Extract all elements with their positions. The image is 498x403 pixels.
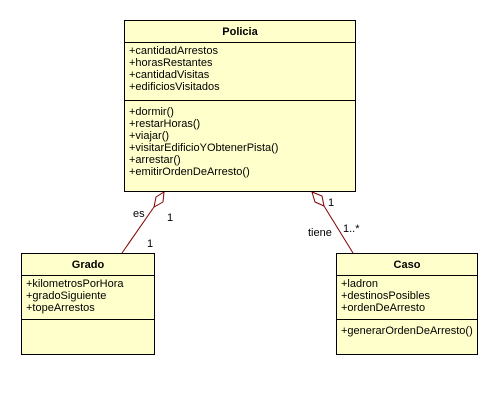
association-name-es: es bbox=[133, 208, 145, 220]
operation: +restarHoras() bbox=[129, 118, 201, 130]
attribute: +cantidadVisitas bbox=[129, 69, 210, 81]
attributes-grado: +kilometrosPorHora +gradoSiguiente +tope… bbox=[22, 276, 154, 320]
attribute: +ladron bbox=[341, 278, 379, 290]
multiplicity-policia-tiene: 1 bbox=[328, 197, 335, 209]
class-name-grado: Grado bbox=[22, 254, 154, 276]
class-name-caso: Caso bbox=[337, 254, 477, 276]
attribute: +kilometrosPorHora bbox=[26, 278, 124, 290]
class-caso[interactable]: Caso +ladron +destinosPosibles +ordenDeA… bbox=[336, 253, 478, 355]
operation: +emitirOrdenDeArresto() bbox=[129, 166, 250, 178]
class-name-policia: Policia bbox=[125, 21, 355, 43]
class-policia[interactable]: Policia +cantidadArrestos +horasRestante… bbox=[124, 20, 356, 192]
operations-policia: +dormir() +restarHoras() +viajar() +visi… bbox=[125, 101, 355, 191]
attribute: +ordenDeArresto bbox=[341, 302, 426, 314]
aggregation-diamond-es bbox=[153, 191, 165, 208]
association-name-tiene: tiene bbox=[308, 227, 332, 239]
attributes-policia: +cantidadArrestos +horasRestantes +canti… bbox=[125, 43, 355, 101]
attribute: +destinosPosibles bbox=[341, 290, 430, 302]
operation: +generarOrdenDeArresto() bbox=[341, 325, 473, 337]
attribute: +topeArrestos bbox=[26, 302, 95, 314]
operations-caso: +generarOrdenDeArresto() bbox=[337, 320, 477, 354]
multiplicity-grado-es: 1 bbox=[147, 238, 154, 250]
operation: +visitarEdificioYObtenerPista() bbox=[129, 142, 279, 154]
association-line-tiene[interactable] bbox=[323, 205, 354, 254]
association-line-es[interactable] bbox=[121, 206, 155, 254]
attribute: +edificiosVisitados bbox=[129, 81, 220, 93]
operation: +dormir() bbox=[129, 106, 174, 118]
attributes-caso: +ladron +destinosPosibles +ordenDeArrest… bbox=[337, 276, 477, 320]
multiplicity-caso-tiene: 1..* bbox=[343, 223, 360, 235]
operation: +viajar() bbox=[129, 130, 170, 142]
operation: +arrestar() bbox=[129, 154, 181, 166]
attribute: +cantidadArrestos bbox=[129, 45, 218, 57]
aggregation-diamond-tiene bbox=[311, 191, 325, 207]
operations-grado bbox=[22, 320, 154, 354]
multiplicity-policia-es: 1 bbox=[167, 212, 174, 224]
attribute: +horasRestantes bbox=[129, 57, 213, 69]
class-grado[interactable]: Grado +kilometrosPorHora +gradoSiguiente… bbox=[21, 253, 155, 355]
attribute: +gradoSiguiente bbox=[26, 290, 107, 302]
